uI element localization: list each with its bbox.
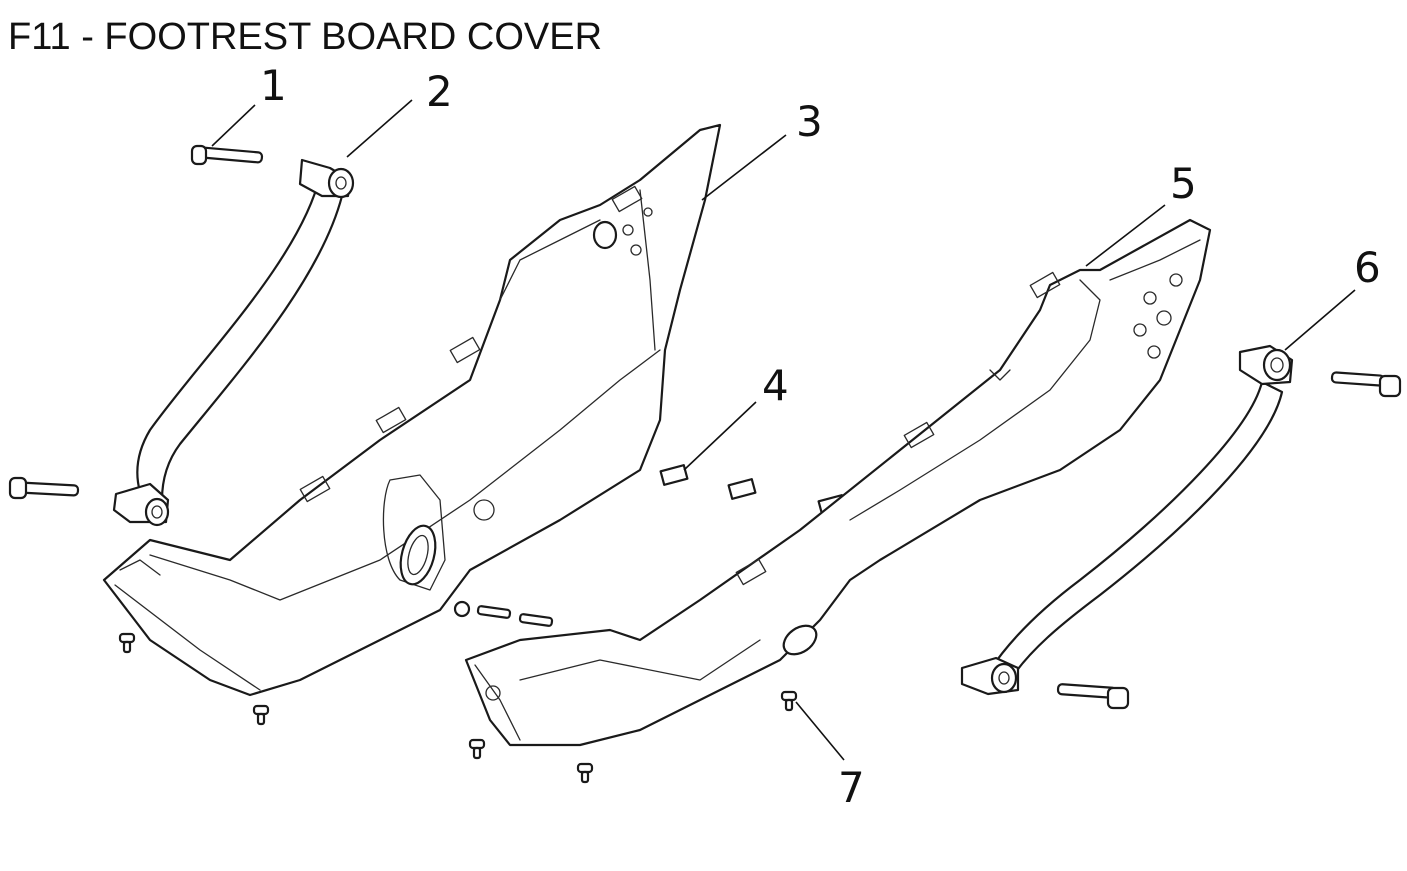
callout-5: 5 [1170,159,1197,208]
leader-lines [211,99,1356,761]
screw [780,690,798,712]
bracket-left-part-2 [112,158,355,527]
callout-2: 2 [426,67,453,116]
callout-7: 7 [838,763,865,812]
footrest-cover-left-part-3 [102,123,722,697]
callout-6: 6 [1354,243,1381,292]
footrest-cover-right-part-5 [464,218,1212,747]
bolt-part-1 [190,144,264,166]
screw [252,704,270,726]
diagram-title: F11 - FOOTREST BOARD COVER [8,16,603,58]
clips-part-4 [659,464,847,516]
screw [576,762,594,784]
pins-center [453,600,554,627]
callout-4: 4 [762,361,789,410]
screw [118,632,136,654]
screw [468,738,486,760]
bolt-left-middle [8,476,80,500]
bolt-right-lower [1056,683,1130,710]
bracket-right-part-6 [960,344,1294,696]
bolt-right-upper [1330,371,1402,398]
callout-3: 3 [796,97,823,146]
callout-numbers: 1 2 3 4 5 6 7 [260,61,1381,812]
screws-part-7 [118,632,798,784]
callout-1: 1 [260,61,287,110]
